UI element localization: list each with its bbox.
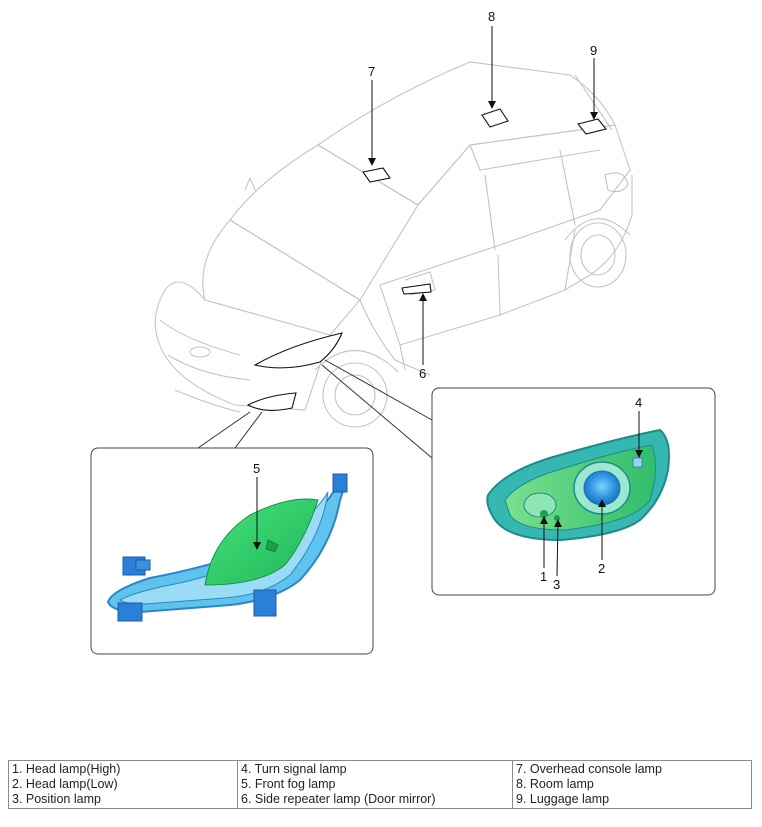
- lamp-legend-table: 1. Head lamp(High) 2. Head lamp(Low) 3. …: [8, 760, 752, 809]
- legend-item-7: 7. Overhead console lamp: [516, 762, 662, 776]
- callout-6: 6: [419, 366, 426, 381]
- room-lamp-marker: [481, 108, 509, 128]
- fog-lamp-illustration: [106, 473, 348, 622]
- callout-2: 2: [598, 561, 605, 576]
- overhead-console-lamp-marker: [362, 167, 391, 183]
- fog-lamp-detail-box: [90, 447, 374, 655]
- callout-3: 3: [553, 577, 560, 592]
- legend-column-2: 4. Turn signal lamp 5. Front fog lamp 6.…: [237, 760, 513, 809]
- legend-item-6: 6. Side repeater lamp (Door mirror): [241, 792, 436, 806]
- fog-lamp-marker: [246, 392, 297, 411]
- legend-item-9: 9. Luggage lamp: [516, 792, 610, 806]
- callout-1: 1: [540, 569, 547, 584]
- car-outline: [154, 61, 633, 428]
- head-lamp-callout-arrows: [540, 411, 643, 577]
- callout-7: 7: [368, 64, 375, 79]
- head-lamp-detail-box: [431, 387, 716, 596]
- legend-row: 1. Head lamp(High) 2. Head lamp(Low) 3. …: [8, 760, 752, 809]
- car-lamp-markers: [246, 108, 607, 411]
- legend-column-3: 7. Overhead console lamp 8. Room lamp 9.…: [512, 760, 752, 809]
- lamp-location-diagram: 7 8 9 6 5 4 2 1 3: [90, 9, 716, 655]
- callout-4: 4: [635, 395, 642, 410]
- legend-column-1: 1. Head lamp(High) 2. Head lamp(Low) 3. …: [8, 760, 238, 809]
- luggage-lamp-marker: [577, 118, 607, 135]
- callout-9: 9: [590, 43, 597, 58]
- leader-lines: [197, 359, 433, 459]
- legend-item-4: 4. Turn signal lamp: [241, 762, 347, 776]
- legend-item-8: 8. Room lamp: [516, 777, 594, 791]
- side-repeater-marker: [401, 283, 432, 295]
- head-lamp-illustration: [486, 428, 670, 542]
- top-callout-arrows: [368, 26, 598, 365]
- headlamp-marker: [253, 332, 343, 369]
- legend-item-1: 1. Head lamp(High): [12, 762, 121, 776]
- callout-8: 8: [488, 9, 495, 24]
- legend-item-5: 5. Front fog lamp: [241, 777, 336, 791]
- legend-item-2: 2. Head lamp(Low): [12, 777, 118, 791]
- legend-item-3: 3. Position lamp: [12, 792, 101, 806]
- callout-5: 5: [253, 461, 260, 476]
